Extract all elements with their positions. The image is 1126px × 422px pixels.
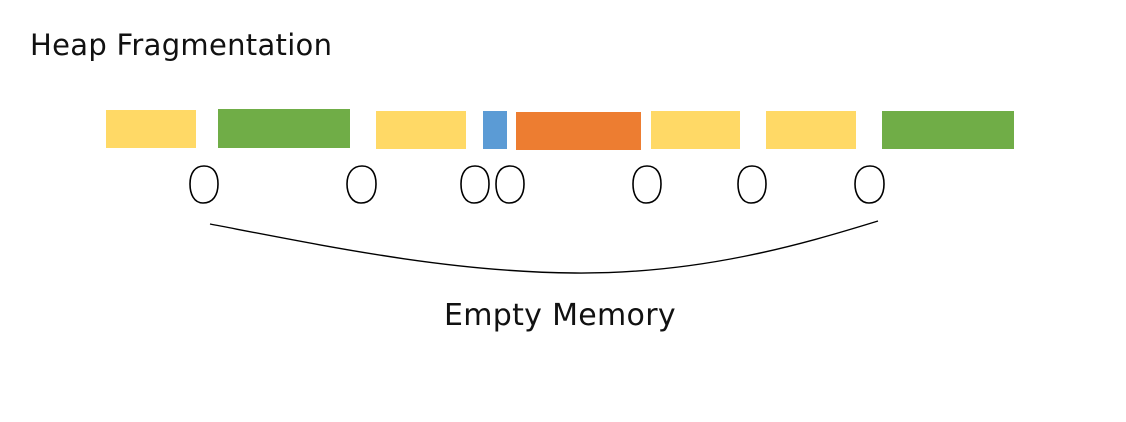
memory-block-7 xyxy=(766,111,856,149)
gap-marker-6 xyxy=(737,165,767,204)
memory-block-1 xyxy=(106,110,196,148)
memory-block-6 xyxy=(651,111,740,149)
memory-block-8 xyxy=(882,111,1014,149)
memory-block-4 xyxy=(483,111,507,149)
empty-memory-label: Empty Memory xyxy=(444,298,676,333)
memory-block-3 xyxy=(376,111,466,149)
gap-marker-4 xyxy=(495,165,525,204)
memory-block-2 xyxy=(218,109,350,148)
gap-marker-1 xyxy=(189,165,219,204)
gap-marker-7 xyxy=(854,165,885,204)
memory-block-5 xyxy=(516,112,641,150)
gap-marker-3 xyxy=(460,165,490,204)
gap-marker-2 xyxy=(346,165,377,204)
gap-marker-5 xyxy=(632,165,662,204)
diagram-title: Heap Fragmentation xyxy=(30,28,333,62)
empty-memory-brace xyxy=(209,220,879,274)
